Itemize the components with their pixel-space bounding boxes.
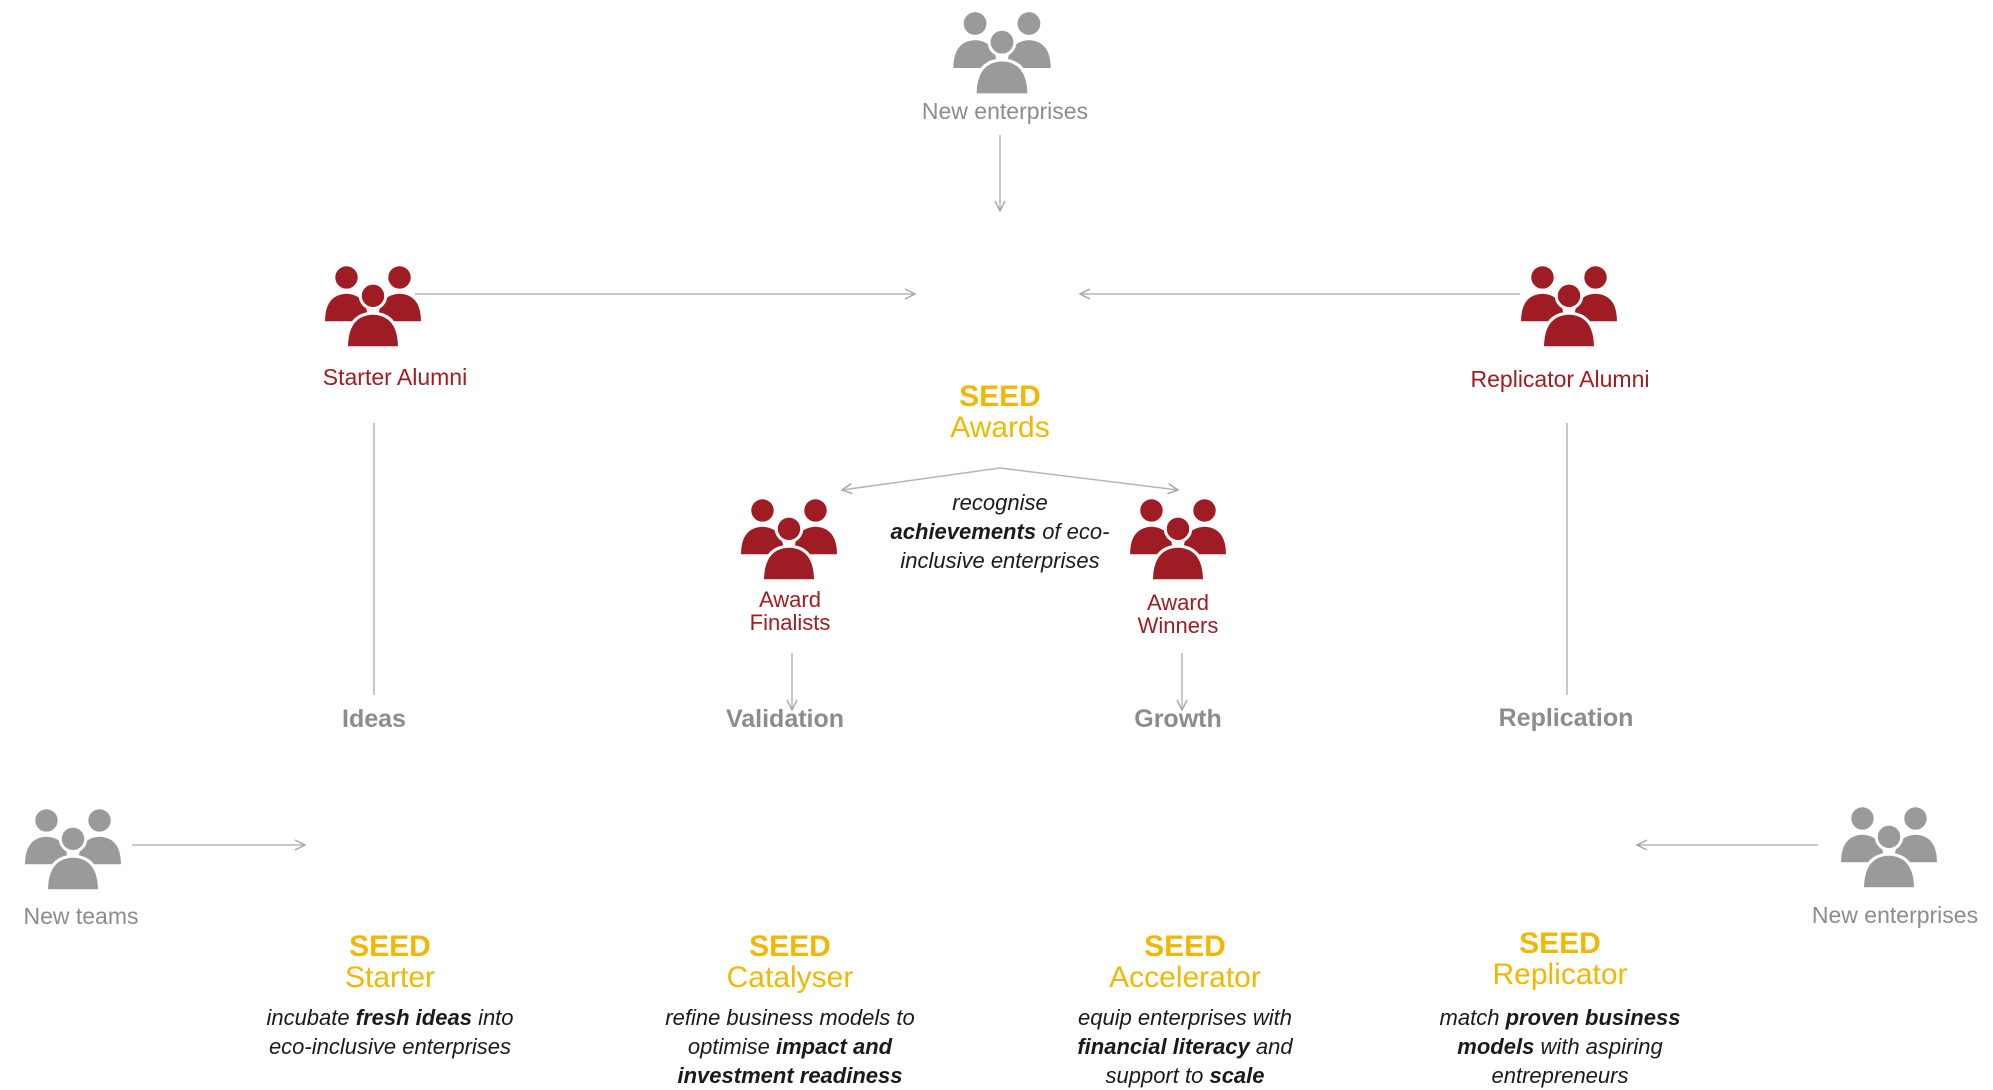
group-people-icon: [738, 495, 840, 582]
awards-name: Awards: [950, 411, 1050, 444]
catalyser-description: refine business models to optimise impac…: [665, 1005, 915, 1088]
top-new-enterprises-label: New enterprises: [921, 98, 1089, 124]
catalyser-brand: SEED: [749, 930, 831, 963]
awards-description: recognise achievements of eco- inclusive…: [890, 490, 1110, 573]
group-people-icon: [950, 8, 1054, 96]
stage-growth: Growth: [1134, 705, 1222, 733]
group-people-icon: [1838, 803, 1940, 890]
accelerator-description: equip enterprises with financial literac…: [1077, 1005, 1293, 1088]
starter-alumni-label: Starter Alumni: [322, 364, 468, 390]
award-winners-label: Award Winners: [1137, 590, 1219, 638]
starter-description: incubate fresh ideas into eco-inclusive …: [266, 1005, 514, 1059]
replicator-brand: SEED: [1519, 927, 1601, 960]
group-people-icon: [1518, 262, 1620, 349]
accelerator-name: Accelerator: [1109, 961, 1261, 994]
awards-brand: SEED: [959, 380, 1041, 413]
arrow-awards-to-winners: [999, 467, 1178, 490]
replicator-description: match proven business models with aspiri…: [1439, 1005, 1681, 1088]
catalyser-name: Catalyser: [726, 961, 854, 994]
accelerator-brand: SEED: [1144, 930, 1226, 963]
group-people-icon: [1127, 495, 1229, 582]
starter-brand: SEED: [349, 930, 431, 963]
stage-validation: Validation: [725, 705, 845, 733]
stage-replication: Replication: [1498, 704, 1634, 732]
award-finalists-label: Award Finalists: [749, 587, 831, 635]
replicator-name: Replicator: [1492, 958, 1628, 991]
starter-name: Starter: [344, 961, 436, 994]
group-people-icon: [22, 805, 124, 892]
stage-ideas: Ideas: [342, 705, 406, 733]
arrow-awards-to-finalists: [842, 467, 1001, 490]
replicator-alumni-label: Replicator Alumni: [1470, 366, 1650, 392]
group-people-icon: [322, 262, 424, 349]
new-enterprises-right-label: New enterprises: [1811, 902, 1979, 928]
new-teams-label: New teams: [23, 903, 139, 929]
